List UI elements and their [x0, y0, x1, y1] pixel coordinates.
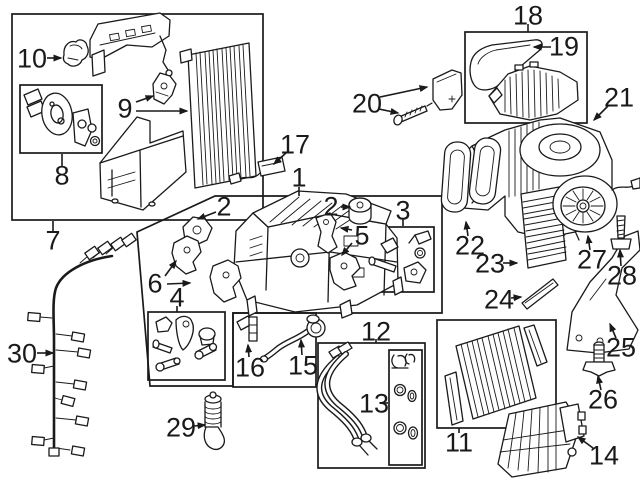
bracket-5-upper-sketch: [315, 212, 338, 254]
callout-label-13: 13: [359, 389, 389, 419]
mounting-bracket-sketch: [89, 12, 173, 77]
callout-label-14: 14: [589, 441, 619, 471]
callout-arrow: [341, 242, 353, 257]
lower-housing-sketch: [99, 116, 187, 211]
callout-label-10: 10: [17, 44, 47, 74]
bolt-28-sketch: [610, 215, 632, 250]
callout-arrow: [135, 95, 155, 103]
linkage-kit-4-sketch: [152, 315, 218, 372]
mounting-stud-26-sketch: [582, 341, 616, 377]
callout-label-27: 27: [577, 245, 607, 275]
callout-label-16: 16: [235, 353, 265, 383]
hardware-kit-3-sketch: [368, 230, 432, 284]
callout-arrow: [576, 436, 594, 449]
callout-label-29: 29: [166, 413, 196, 443]
box-group-12: [317, 342, 426, 469]
callout-label-8: 8: [54, 161, 69, 191]
temperature-sensor-17-sketch: [228, 156, 286, 185]
seal-pad-20-sketch: [432, 69, 463, 111]
callout-label-19: 19: [549, 32, 579, 62]
bracket-6-upper-sketch: [171, 235, 202, 275]
box-group-4: [147, 311, 226, 381]
auxiliary-heater-14-sketch: [497, 401, 587, 478]
callout-arrow: [609, 322, 617, 339]
callout-label-9: 9: [117, 94, 132, 124]
callout-arrow: [298, 338, 305, 356]
callout-label-26: 26: [588, 385, 618, 415]
wiring-harness-30-sketch: [27, 232, 137, 457]
callout-label-2: 2: [216, 192, 231, 222]
retainer-clip-16-sketch: [236, 315, 258, 342]
seal-gaskets-22-sketch: [440, 137, 502, 213]
bracket-5-lower-sketch: [329, 251, 361, 291]
callout-arrow: [592, 104, 610, 122]
mount-bushing-2-right-sketch: [348, 197, 372, 225]
callout-label-3: 3: [395, 196, 410, 226]
callout-label-18: 18: [513, 1, 543, 31]
callout-arrow: [379, 85, 429, 98]
box-group-13: [388, 349, 423, 466]
callout-label-23: 23: [475, 249, 505, 279]
drain-hose-15-sketch: [259, 314, 326, 363]
callout-arrow: [193, 422, 207, 430]
pipe-fitting-kit-13-sketch: [391, 353, 419, 440]
box-group-1: [136, 195, 443, 387]
callout-arrow: [596, 374, 603, 391]
callout-label-30: 30: [7, 339, 37, 369]
callout-label-25: 25: [606, 333, 636, 363]
box-group-11: [436, 319, 557, 429]
box-group-7: [11, 13, 264, 221]
heater-core-11-sketch: [444, 324, 548, 426]
callout-label-12: 12: [361, 317, 391, 347]
callout-label-17: 17: [280, 130, 310, 160]
retaining-clip-9-sketch: [152, 72, 177, 105]
callout-label-4: 4: [169, 283, 184, 313]
actuator-10-sketch: [62, 39, 89, 67]
callout-label-15: 15: [288, 351, 318, 381]
callout-label-20: 20: [352, 89, 382, 119]
callout-arrow: [339, 225, 353, 233]
box-group-8: [19, 84, 103, 154]
drain-valve-29-sketch: [203, 391, 226, 451]
air-intake-housing-18-sketch: [488, 61, 579, 121]
screw-20-sketch: [393, 102, 433, 126]
callout-arrow: [463, 220, 471, 237]
callout-arrow: [616, 248, 624, 267]
hvac-main-unit-sketch: [233, 190, 404, 319]
callout-label-2: 2: [323, 192, 338, 222]
callout-arrow: [166, 279, 192, 287]
callout-label-6: 6: [147, 269, 162, 299]
callout-label-22: 22: [455, 231, 485, 261]
callout-label-7: 7: [45, 226, 60, 256]
callout-arrow: [245, 343, 253, 358]
temperature-dial-kit-8-sketch: [23, 88, 101, 147]
callout-arrow: [378, 108, 400, 115]
evaporator-core-sketch: [179, 42, 257, 189]
callout-label-24: 24: [484, 285, 514, 315]
callout-arrows-layer: [37, 24, 624, 449]
callout-arrow: [164, 259, 177, 277]
callout-label-28: 28: [607, 261, 637, 291]
callout-arrow: [585, 234, 593, 251]
ac-pipes-12-sketch: [316, 341, 378, 456]
callout-label-5: 5: [354, 221, 369, 251]
side-bracket-25-sketch: [566, 230, 640, 354]
bracket-strip-24-sketch: [521, 278, 559, 310]
bracket-6-lower-sketch: [209, 259, 242, 303]
callout-label-11: 11: [445, 428, 473, 458]
callout-label-21: 21: [604, 83, 634, 113]
callout-arrow: [510, 294, 523, 302]
callout-arrow: [196, 211, 217, 220]
box-group-15-16: [232, 312, 317, 388]
callout-arrow: [272, 151, 288, 166]
parts-art-layer: [23, 12, 640, 478]
blower-motor-27-sketch: [552, 175, 640, 241]
callout-label-1: 1: [291, 163, 306, 193]
box-group-18: [464, 31, 588, 124]
